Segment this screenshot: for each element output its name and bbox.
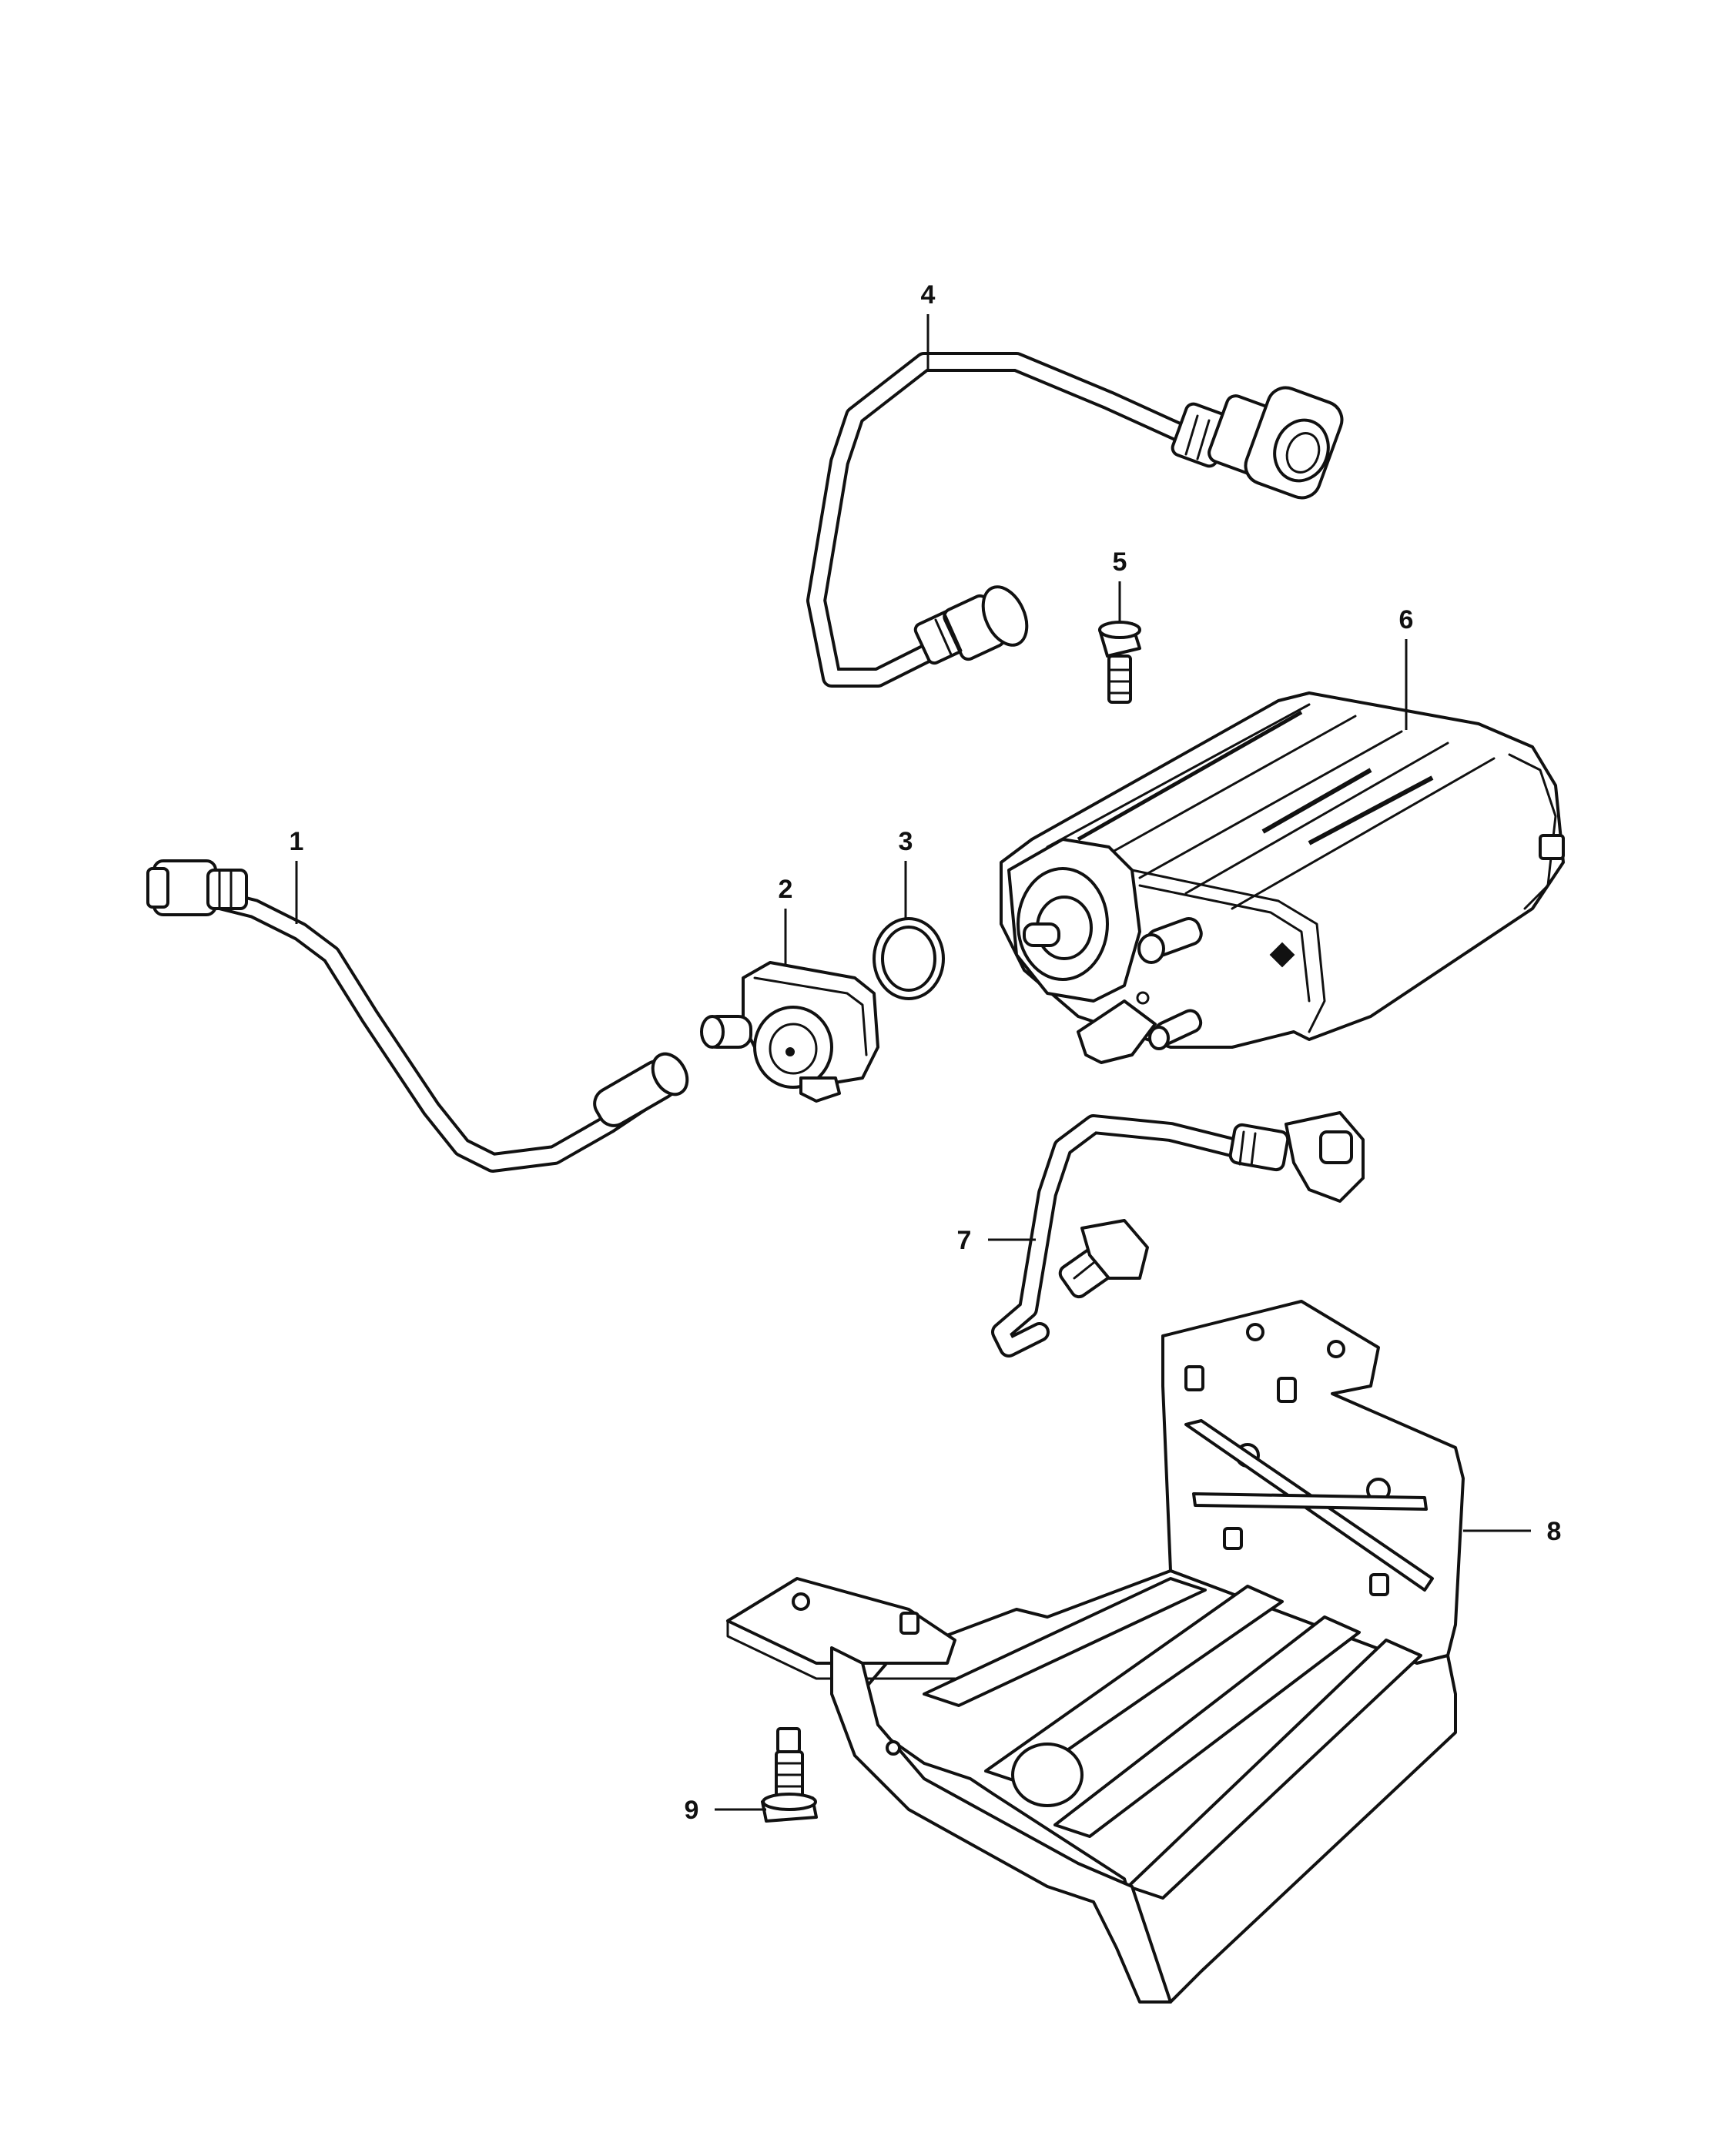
- part-8-canister-mounting-bracket: [726, 1300, 1465, 2004]
- callout-labels: 1 2 3 4 5 6 7 8 9: [290, 280, 1562, 1825]
- part-2-leak-detection-pump: [700, 961, 879, 1103]
- part-4-lower-quick-connector: [913, 585, 1029, 665]
- part-3-o-ring: [873, 917, 945, 1000]
- callout-4: 4: [921, 280, 936, 310]
- part-6-canister-port-upper: [1137, 916, 1203, 964]
- part-6-canister-port-lower: [1148, 1009, 1203, 1050]
- part-1-quick-connector: [146, 859, 248, 916]
- part-7-lower-connector: [1058, 1219, 1149, 1299]
- part-1-vapor-hose: [146, 859, 689, 1173]
- part-6-vapor-canister: [1000, 691, 1565, 1064]
- callout-1: 1: [290, 827, 304, 856]
- callout-6: 6: [1399, 605, 1414, 634]
- part-7-vent-hose: [991, 1111, 1365, 1358]
- part-4-upper-quick-connector: [1171, 386, 1344, 500]
- part-5-bolt: [1098, 621, 1141, 704]
- callout-7: 7: [957, 1226, 972, 1255]
- callout-8: 8: [1547, 1517, 1562, 1546]
- callout-5: 5: [1113, 547, 1127, 577]
- part-9-bolt: [761, 1727, 818, 1823]
- part-7-right-connector: [1228, 1111, 1365, 1203]
- callout-9: 9: [685, 1796, 699, 1825]
- leader-lines: [295, 314, 1531, 1811]
- callout-3: 3: [899, 827, 913, 856]
- callout-2: 2: [779, 875, 793, 904]
- part-4-vapor-hose: [806, 352, 1344, 688]
